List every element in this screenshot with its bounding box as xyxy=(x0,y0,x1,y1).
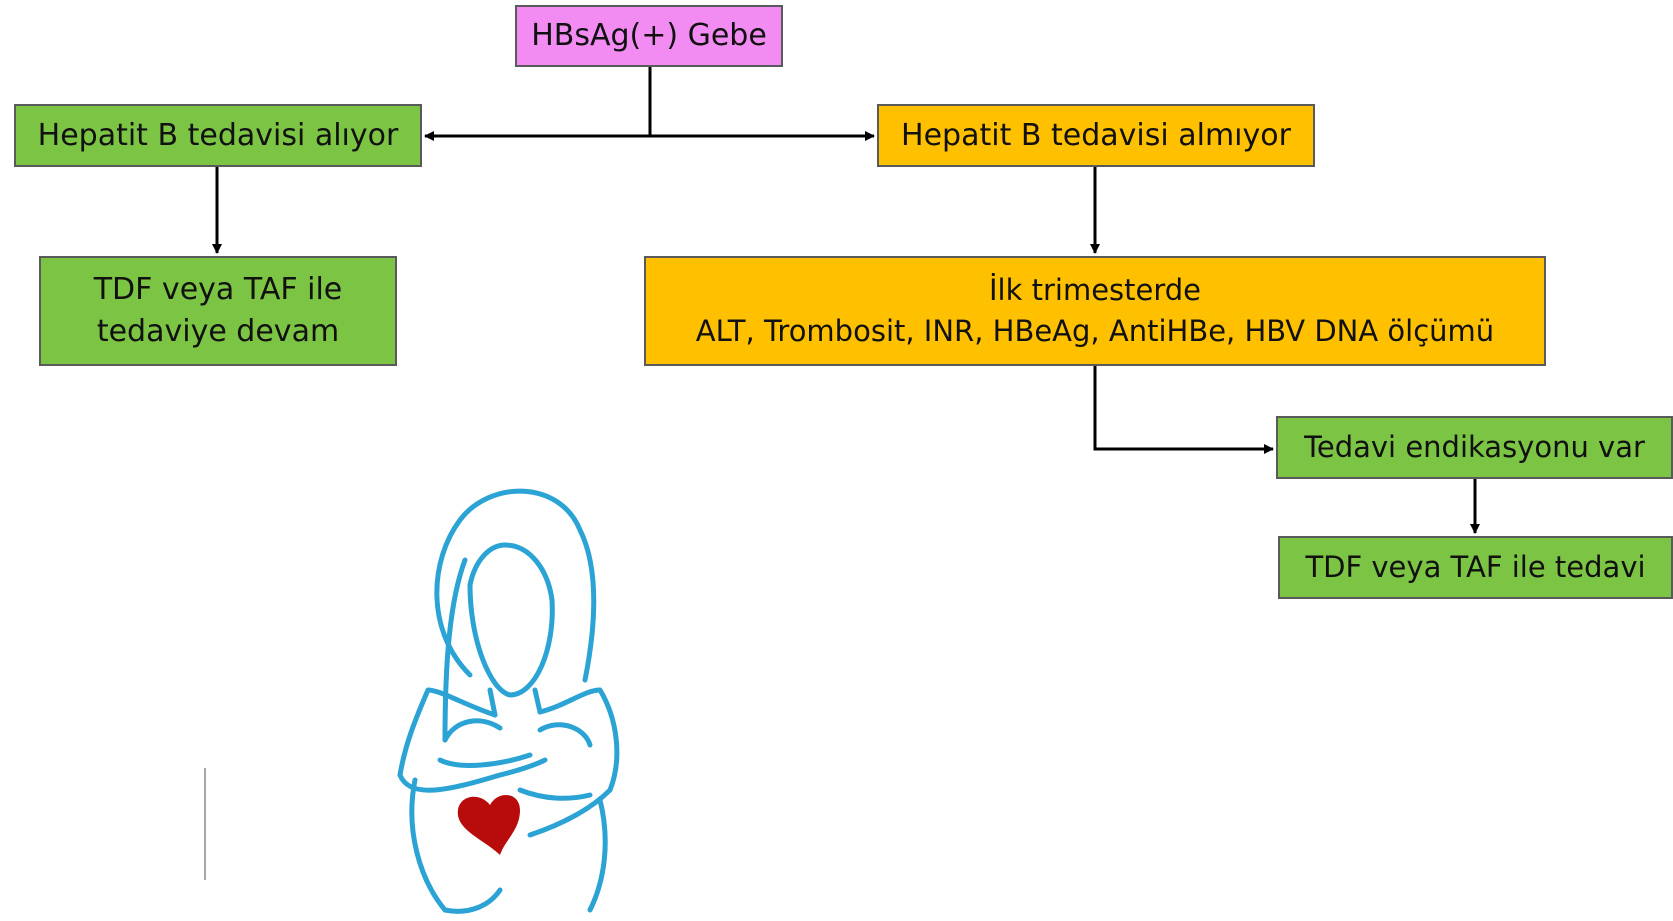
continue-treatment-line-1: TDF veya TAF ile xyxy=(93,272,343,307)
indication-line-1: Tedavi endikasyonu var xyxy=(1304,430,1645,465)
treatment-line-1: TDF veya TAF ile tedavi xyxy=(1305,550,1646,585)
continue-treatment-line-2: tedaviye devam xyxy=(96,314,340,349)
first-trimester-line-1: İlk trimesterde xyxy=(988,273,1202,308)
node-continue-treatment: TDF veya TAF ile tedaviye devam xyxy=(39,256,397,366)
node-treatment-indication: Tedavi endikasyonu var xyxy=(1276,416,1673,479)
node-receiving-treatment: Hepatit B tedavisi alıyor xyxy=(14,104,422,167)
takes-treatment-line-1: Hepatit B tedavisi alıyor xyxy=(37,117,399,153)
node-not-receiving-treatment: Hepatit B tedavisi almıyor xyxy=(877,104,1315,167)
node-tdf-taf-treatment: TDF veya TAF ile tedavi xyxy=(1278,536,1673,599)
node-hbsag-positive-pregnant: HBsAg(+) Gebe xyxy=(515,5,783,67)
arrow-first-to-indication xyxy=(1093,366,1274,454)
first-trimester-line-2: ALT, Trombosit, INR, HBeAg, AntiHBe, HBV… xyxy=(695,314,1495,348)
heart-icon xyxy=(457,794,520,855)
root-line-1: HBsAg(+) Gebe xyxy=(531,18,767,53)
not-taking-treatment-line-1: Hepatit B tedavisi almıyor xyxy=(901,117,1291,153)
